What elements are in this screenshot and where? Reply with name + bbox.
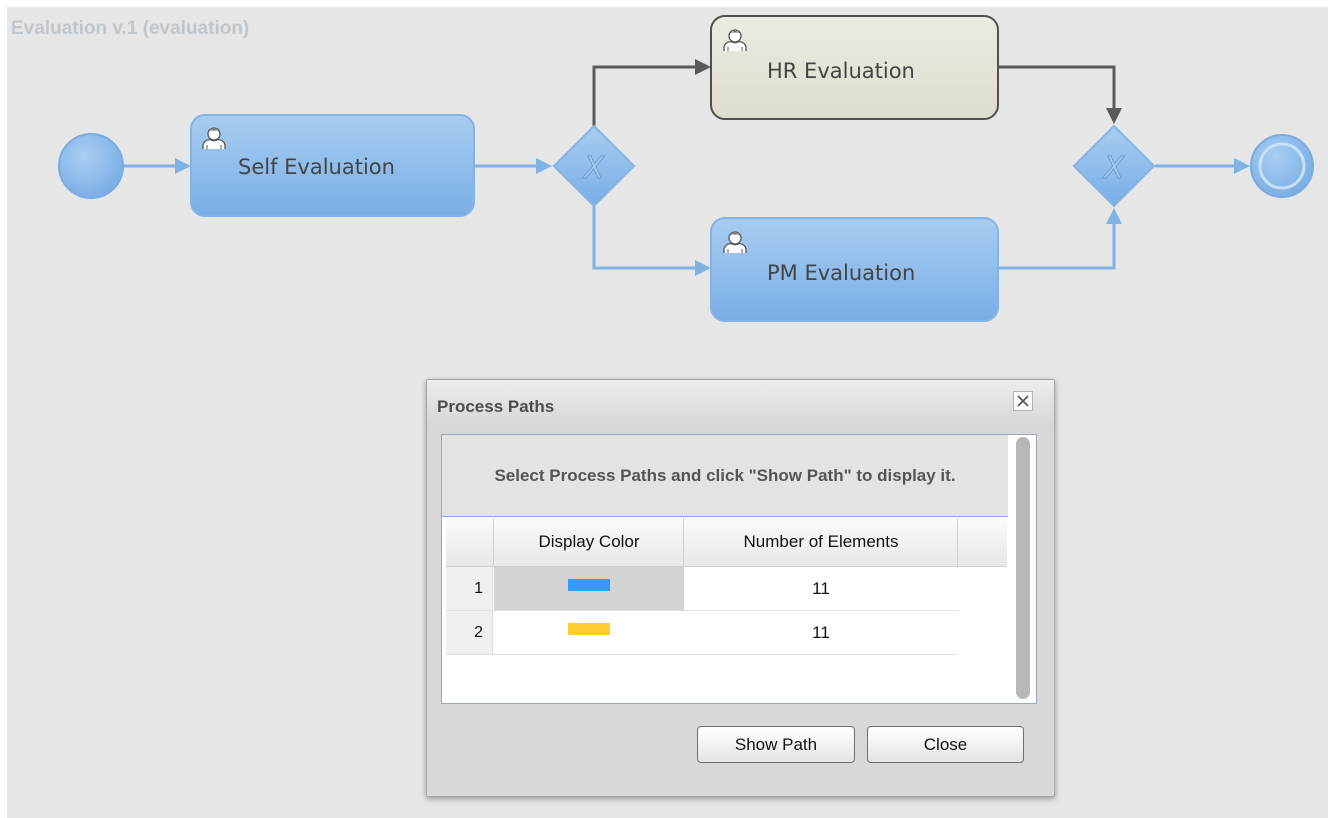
header-spacer: [957, 518, 1008, 566]
end-event[interactable]: [1250, 134, 1314, 198]
paths-panel: Select Process Paths and click "Show Pat…: [441, 434, 1037, 704]
flow-gateway-to-hr: [592, 65, 697, 126]
flow-arrowhead: [175, 158, 191, 174]
flow-arrowhead: [1234, 158, 1250, 174]
task-label: HR Evaluation: [767, 59, 915, 83]
task-label: Self Evaluation: [238, 155, 395, 179]
color-swatch: [568, 622, 610, 635]
header-number-of-elements[interactable]: Number of Elements: [683, 518, 958, 566]
scrollbar-thumb[interactable]: [1016, 437, 1030, 699]
display-color-cell[interactable]: [494, 611, 684, 654]
flow-arrowhead: [1106, 208, 1122, 224]
flow-arrowhead: [536, 158, 552, 174]
header-display-color[interactable]: Display Color: [493, 518, 684, 566]
dialog-title: Process Paths: [437, 397, 555, 416]
scrollbar[interactable]: [1016, 437, 1030, 699]
header-index: [446, 518, 493, 566]
sequence-flows: [124, 59, 1250, 276]
panel-instruction: Select Process Paths and click "Show Pat…: [442, 435, 1008, 517]
flow-hr-to-join: [998, 65, 1116, 110]
process-paths-dialog: Process Paths Select Process Paths and c…: [426, 379, 1055, 797]
process-title: Evaluation v.1 (evaluation): [11, 18, 250, 39]
element-count: 11: [812, 622, 830, 642]
exclusive-gateway-join[interactable]: X: [1072, 124, 1156, 208]
exclusive-gateway-icon: X: [582, 151, 606, 186]
show-path-button[interactable]: Show Path: [697, 726, 855, 763]
display-color-cell[interactable]: [494, 567, 684, 610]
row-index: 1: [446, 567, 493, 610]
flow-pm-to-join: [998, 224, 1116, 270]
task-self-evaluation[interactable]: Self Evaluation: [190, 114, 475, 217]
start-event[interactable]: [58, 133, 124, 199]
exclusive-gateway-split[interactable]: X: [552, 124, 636, 208]
color-swatch: [568, 578, 610, 591]
task-hr-evaluation[interactable]: HR Evaluation: [710, 15, 999, 120]
row-index: 2: [446, 611, 493, 654]
flow-arrowhead: [695, 260, 711, 276]
instruction-text: Select Process Paths and click "Show Pat…: [494, 466, 956, 485]
close-icon[interactable]: [1013, 391, 1033, 411]
exclusive-gateway-icon: X: [1102, 151, 1126, 186]
process-diagram: Self Evaluation X HR Evaluation PM Evalu…: [58, 15, 1314, 322]
flow-gateway-to-pm: [592, 206, 697, 270]
table-row[interactable]: 1 11: [446, 567, 958, 611]
grid-header: Display Color Number of Elements: [446, 518, 1007, 567]
flow-arrowhead: [1106, 108, 1122, 124]
dialog-header[interactable]: Process Paths: [427, 380, 1054, 428]
table-row[interactable]: 2 11: [446, 611, 958, 655]
element-count: 11: [812, 578, 830, 598]
close-button[interactable]: Close: [867, 726, 1024, 763]
flow-arrowhead: [695, 59, 711, 75]
task-label: PM Evaluation: [767, 261, 915, 285]
task-pm-evaluation[interactable]: PM Evaluation: [710, 217, 999, 322]
